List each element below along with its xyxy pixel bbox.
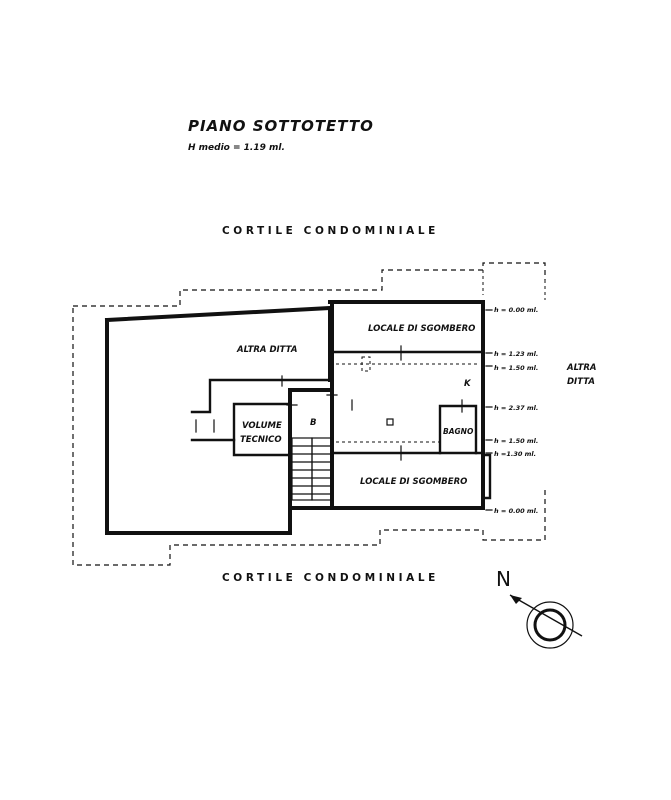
- ceiling-line: [336, 363, 480, 443]
- wall-volume-tecnico: [232, 402, 292, 457]
- room-label-tecnico: TECNICO: [240, 435, 282, 445]
- height-label-2: h = 1.23 ml.: [494, 350, 538, 358]
- room-mark-k: K: [464, 379, 472, 389]
- north-label: N: [496, 567, 511, 591]
- court-label-top: CORTILE CONDOMINIALE: [222, 225, 439, 237]
- wall-stair-block: [190, 378, 332, 442]
- height-label-4: h = 2.37 ml.: [494, 404, 538, 412]
- height-ticks: [485, 309, 493, 511]
- compass-inner-ring: [533, 608, 567, 642]
- compass-needle: [509, 594, 583, 637]
- height-label-3: h = 1.50 ml.: [494, 364, 538, 372]
- boundary-right-open: [482, 270, 546, 300]
- compass-arrowhead: [510, 595, 522, 604]
- north-arrow: N: [496, 567, 583, 649]
- center-marker: [386, 418, 394, 426]
- property-boundary: [72, 262, 546, 566]
- plan-subtitle: H medio = 1.19 ml.: [188, 143, 285, 153]
- height-label-7: h = 0.00 ml.: [494, 507, 538, 515]
- room-label-locale-sgombero-top: LOCALE DI SGOMBERO: [368, 324, 475, 334]
- room-label-volume: VOLUME: [242, 421, 282, 431]
- room-label-bagno: BAGNO: [443, 427, 474, 436]
- room-label-altra-ditta-right-2: DITTA: [567, 377, 595, 387]
- skylight-marker: [361, 356, 371, 372]
- wall-right-step: [481, 453, 492, 500]
- room-label-locale-sgombero-bottom: LOCALE DI SGOMBERO: [360, 477, 467, 487]
- room-label-altra-ditta: ALTRA DITTA: [236, 345, 297, 355]
- plan-title: PIANO SOTTOTETTO: [188, 117, 374, 135]
- height-label-1: h = 0.00 ml.: [494, 306, 538, 314]
- door-ticks: [195, 345, 463, 461]
- room-mark-b: B: [310, 418, 316, 428]
- height-label-6: h =1.30 ml.: [494, 450, 536, 458]
- compass-outer-ring: [526, 601, 574, 649]
- court-label-bottom: CORTILE CONDOMINIALE: [222, 572, 439, 584]
- wall-bagno: [438, 404, 478, 455]
- room-label-altra-ditta-right-1: ALTRA: [566, 363, 597, 373]
- wall-altra-ditta: [104, 305, 332, 535]
- wall-main-unit: [288, 300, 485, 535]
- height-label-5: h = 1.50 ml.: [494, 437, 538, 445]
- staircase: [291, 437, 333, 501]
